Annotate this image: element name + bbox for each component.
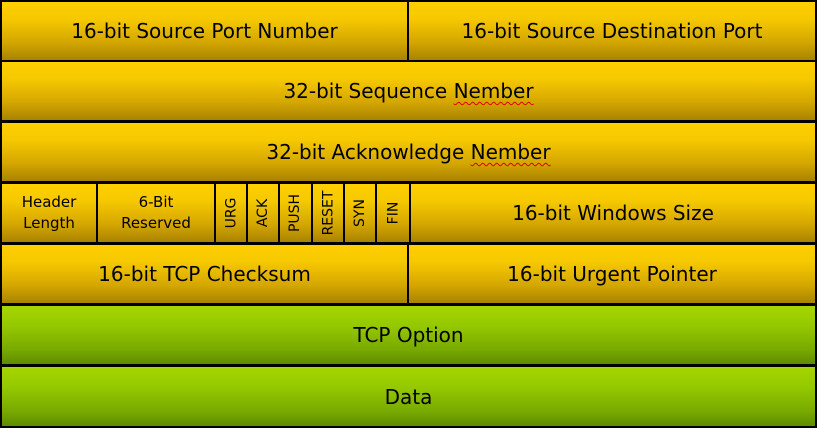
sequence-number-label: 32-bit Sequence Nember bbox=[283, 79, 533, 103]
flag-ack-field: ACK bbox=[248, 184, 278, 242]
flag-syn-label: SYN bbox=[351, 199, 368, 227]
reserved-label: 6-Bit Reserved bbox=[121, 193, 191, 232]
data-field: Data bbox=[2, 367, 815, 426]
acknowledge-number-word: Nember bbox=[470, 140, 551, 164]
urgent-pointer-field: 16-bit Urgent Pointer bbox=[409, 245, 815, 303]
acknowledge-number-field: 32-bit Acknowledge Nember bbox=[2, 123, 815, 181]
window-size-label: 16-bit Windows Size bbox=[512, 201, 714, 225]
flag-reset-label: RESET bbox=[320, 190, 337, 236]
sequence-number-prefix: 32-bit Sequence bbox=[283, 79, 454, 103]
destination-port-label: 16-bit Source Destination Port bbox=[461, 19, 763, 43]
tcp-option-field: TCP Option bbox=[2, 306, 815, 364]
sequence-number-field: 32-bit Sequence Nember bbox=[2, 62, 815, 120]
flag-fin-field: FIN bbox=[377, 184, 409, 242]
sequence-number-word: Nember bbox=[453, 79, 534, 103]
destination-port-field: 16-bit Source Destination Port bbox=[409, 2, 815, 60]
flag-urg-field: URG bbox=[216, 184, 246, 242]
reserved-field: 6-Bit Reserved bbox=[98, 184, 214, 242]
flag-urg-label: URG bbox=[223, 197, 240, 229]
source-port-field: 16-bit Source Port Number bbox=[2, 2, 407, 60]
checksum-field: 16-bit TCP Checksum bbox=[2, 245, 407, 303]
acknowledge-number-label: 32-bit Acknowledge Nember bbox=[266, 140, 550, 164]
flag-syn-field: SYN bbox=[345, 184, 375, 242]
window-size-field: 16-bit Windows Size bbox=[411, 184, 815, 242]
flag-ack-label: ACK bbox=[254, 198, 271, 228]
header-length-field: Header Length bbox=[2, 184, 96, 242]
urgent-pointer-label: 16-bit Urgent Pointer bbox=[507, 262, 717, 286]
source-port-label: 16-bit Source Port Number bbox=[71, 19, 338, 43]
checksum-label: 16-bit TCP Checksum bbox=[98, 262, 311, 286]
acknowledge-number-prefix: 32-bit Acknowledge bbox=[266, 140, 471, 164]
tcp-option-label: TCP Option bbox=[353, 323, 464, 347]
flag-push-field: PUSH bbox=[280, 184, 311, 242]
flag-fin-label: FIN bbox=[385, 201, 401, 225]
header-length-label: Header Length bbox=[21, 193, 77, 232]
flag-reset-field: RESET bbox=[313, 184, 343, 242]
flag-push-label: PUSH bbox=[287, 193, 304, 233]
data-label: Data bbox=[384, 384, 433, 409]
